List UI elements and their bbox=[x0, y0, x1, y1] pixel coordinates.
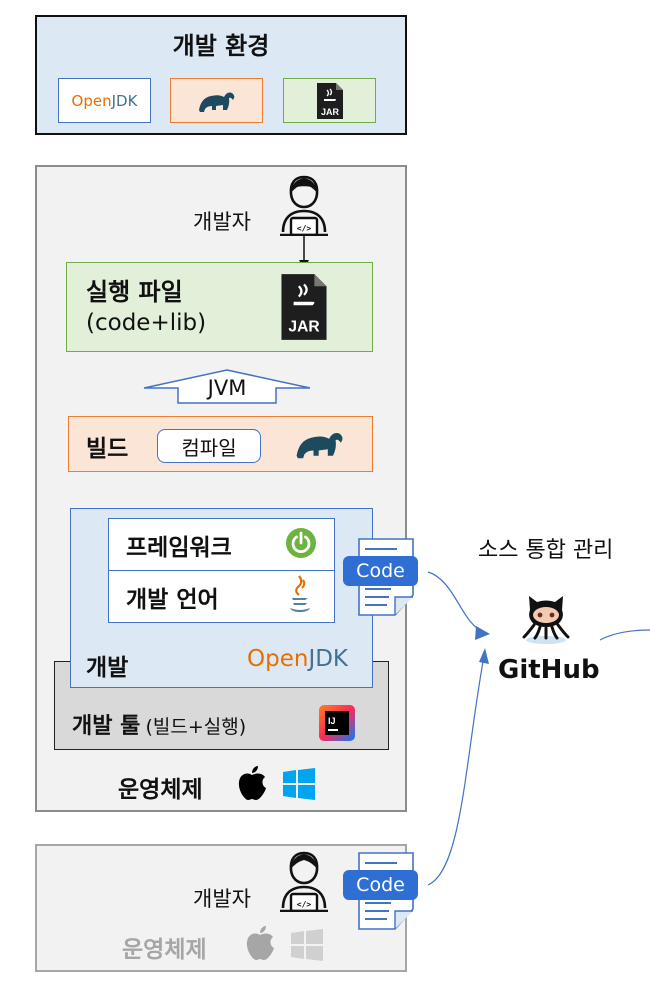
jvm-label: JVM bbox=[207, 376, 247, 400]
openjdk-logo: OpenJDK bbox=[72, 92, 138, 110]
svg-text:</>: </> bbox=[297, 900, 312, 909]
other-dev-pc-panel bbox=[35, 844, 407, 972]
code2-to-github-arrow bbox=[427, 655, 485, 886]
jar-chip: JAR bbox=[283, 78, 376, 123]
jar-file-icon: JAR bbox=[281, 274, 327, 340]
dev-tool-label: 개발 툴 bbox=[72, 714, 141, 739]
developer2-label: 개발자 bbox=[193, 887, 251, 911]
apple-icon-gray bbox=[246, 926, 274, 960]
gradle-chip bbox=[170, 78, 263, 123]
code-to-github-arrow bbox=[427, 571, 485, 633]
developer-icon: </> bbox=[280, 175, 328, 236]
jar-icon-text: JAR bbox=[288, 318, 319, 335]
openjdk-jdk-text: JDK bbox=[308, 646, 349, 672]
executable-subtitle: (code+lib) bbox=[86, 310, 207, 336]
github-logo-text: GitHub bbox=[498, 655, 600, 685]
intellij-icon: IJ bbox=[319, 705, 355, 741]
apple-icon bbox=[238, 766, 266, 800]
svg-text:</>: </> bbox=[297, 224, 312, 233]
framework-label: 프레임워크 bbox=[126, 535, 232, 561]
spring-icon bbox=[286, 528, 316, 558]
os2-label: 운영체제 bbox=[122, 937, 207, 963]
openjdk-logo: OpenJDK bbox=[247, 646, 348, 672]
developer-label: 개발자 bbox=[193, 210, 251, 234]
github-octocat-icon bbox=[522, 596, 570, 644]
code-badge: Code bbox=[343, 556, 418, 586]
openjdk-chip: OpenJDK bbox=[58, 78, 151, 123]
code-badge-2: Code bbox=[343, 870, 418, 900]
gradle-elephant-icon bbox=[296, 432, 343, 459]
build-label: 빌드 bbox=[86, 436, 129, 462]
openjdk-open-text: Open bbox=[71, 91, 112, 110]
openjdk-jdk-text: JDK bbox=[111, 91, 138, 110]
developer2-icon: </> bbox=[280, 851, 328, 912]
gradle-elephant-icon bbox=[198, 92, 234, 112]
github-to-right-line bbox=[599, 629, 650, 641]
source-control-title: 소스 통합 관리 bbox=[478, 538, 614, 563]
os-label: 운영체제 bbox=[118, 777, 203, 803]
jar-file-icon: JAR bbox=[316, 82, 343, 119]
language-label: 개발 언어 bbox=[126, 587, 219, 613]
framework-divider bbox=[108, 570, 335, 571]
dev-label: 개발 bbox=[86, 655, 129, 681]
dev-environment-title: 개발 환경 bbox=[172, 32, 270, 60]
executable-title: 실행 파일 bbox=[86, 278, 183, 306]
dev-tool-text: 개발 툴 (빌드+실행) bbox=[72, 708, 246, 740]
windows-icon-gray bbox=[291, 929, 323, 961]
compile-pill: 컴파일 bbox=[157, 429, 261, 463]
intellij-icon-text: IJ bbox=[328, 716, 336, 726]
dev-tool-sub: (빌드+실행) bbox=[145, 716, 247, 738]
windows-icon bbox=[283, 768, 315, 800]
java-cup-icon bbox=[290, 575, 310, 612]
jar-icon-text: JAR bbox=[320, 107, 339, 117]
jvm-up-arrow bbox=[143, 369, 311, 404]
openjdk-open-text: Open bbox=[247, 646, 309, 672]
